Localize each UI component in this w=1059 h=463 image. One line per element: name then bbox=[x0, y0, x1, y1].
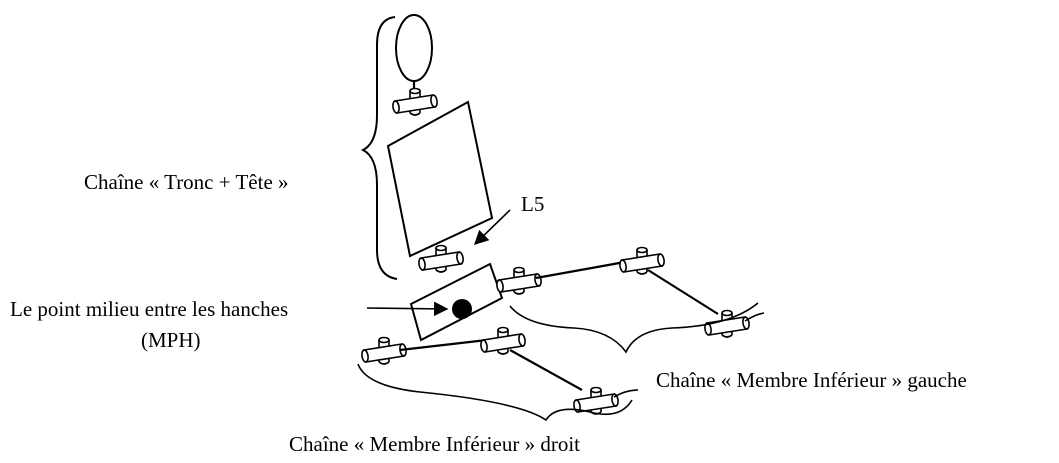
right-limb-chain-brace bbox=[357, 363, 633, 422]
mph-label-line2: (MPH) bbox=[141, 328, 201, 352]
right-lower-limb-chain-label: Chaîne « Membre Inférieur » droit bbox=[289, 432, 580, 456]
trunk-segment bbox=[386, 100, 494, 258]
trunk-head-chain bbox=[386, 14, 494, 273]
trunk-head-chain-label: Chaîne « Tronc + Tête » bbox=[84, 170, 289, 194]
mph-label-line1: Le point milieu entre les hanches bbox=[10, 297, 288, 321]
left-hip-joint bbox=[495, 266, 543, 295]
pelvis bbox=[409, 262, 504, 342]
neck-joint bbox=[391, 87, 439, 116]
left-limb-chain-brace bbox=[509, 302, 759, 354]
trunk-chain-brace bbox=[360, 16, 398, 280]
l5-label: L5 bbox=[521, 192, 544, 216]
left-lower-limb bbox=[495, 246, 765, 338]
head bbox=[395, 14, 433, 82]
mph-arrow bbox=[366, 301, 449, 317]
left-knee-joint bbox=[618, 246, 666, 275]
mph-point bbox=[452, 299, 472, 319]
l5-arrow bbox=[473, 209, 511, 246]
right-lower-limb bbox=[360, 326, 639, 415]
left-lower-limb-chain-label: Chaîne « Membre Inférieur » gauche bbox=[656, 368, 967, 392]
right-knee-joint bbox=[479, 326, 527, 355]
right-hip-joint bbox=[360, 336, 408, 365]
